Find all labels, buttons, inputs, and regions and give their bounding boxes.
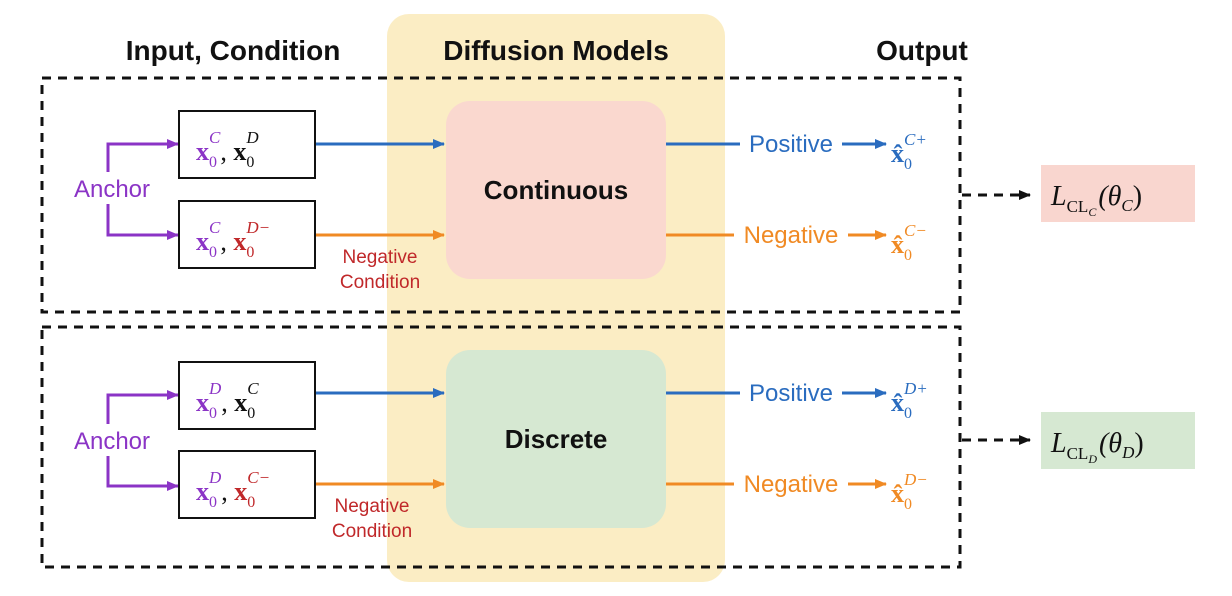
neg-condition-line1-c: Negative — [343, 247, 418, 268]
input-positive-c: x0C, x0D — [196, 128, 259, 171]
input-box-negative-c — [178, 200, 316, 269]
continuous-model-label: Continuous — [484, 175, 628, 205]
discrete-model-box — [446, 350, 666, 528]
discrete-group-frame — [40, 325, 962, 569]
output-positive-d: x̂0D+ — [891, 379, 928, 422]
negative-label-d: Negative — [744, 471, 839, 498]
neg-condition-line2-c: Condition — [340, 272, 420, 293]
neg-condition-line1-d: Negative — [335, 496, 410, 517]
output-negative-d: x̂0D− — [891, 470, 928, 513]
input-negative-c: x0C, x0D− — [196, 218, 270, 261]
output-negative-c: x̂0C− — [891, 221, 927, 264]
loss-box-d — [1041, 412, 1195, 469]
header-diffusion-models: Diffusion Models — [443, 35, 669, 66]
input-negative-d: x0D, x0C− — [196, 468, 270, 511]
loss-d: LCLD(θD) — [1050, 428, 1144, 466]
input-box-positive-c — [178, 110, 316, 179]
input-positive-d: x0D, x0C — [196, 379, 259, 422]
positive-label-c: Positive — [749, 131, 833, 158]
anchor-label-bg-c — [66, 172, 162, 204]
positive-label-d: Positive — [749, 380, 833, 407]
header-input-condition: Input, Condition — [126, 35, 341, 66]
continuous-model-box — [446, 101, 666, 279]
loss-box-c — [1041, 165, 1195, 222]
anchor-label-c: Anchor — [74, 176, 150, 203]
anchor-label-bg-d — [66, 424, 162, 456]
anchor-label-d: Anchor — [74, 428, 150, 455]
header-output: Output — [876, 35, 968, 66]
input-box-negative-d — [178, 450, 316, 519]
loss-c: LCLC(θC) — [1050, 181, 1142, 219]
input-box-positive-d — [178, 361, 316, 430]
negative-label-c: Negative — [744, 222, 839, 249]
output-positive-c: x̂0C+ — [891, 130, 927, 173]
neg-condition-line2-d: Condition — [332, 521, 412, 542]
discrete-model-label: Discrete — [505, 424, 608, 454]
